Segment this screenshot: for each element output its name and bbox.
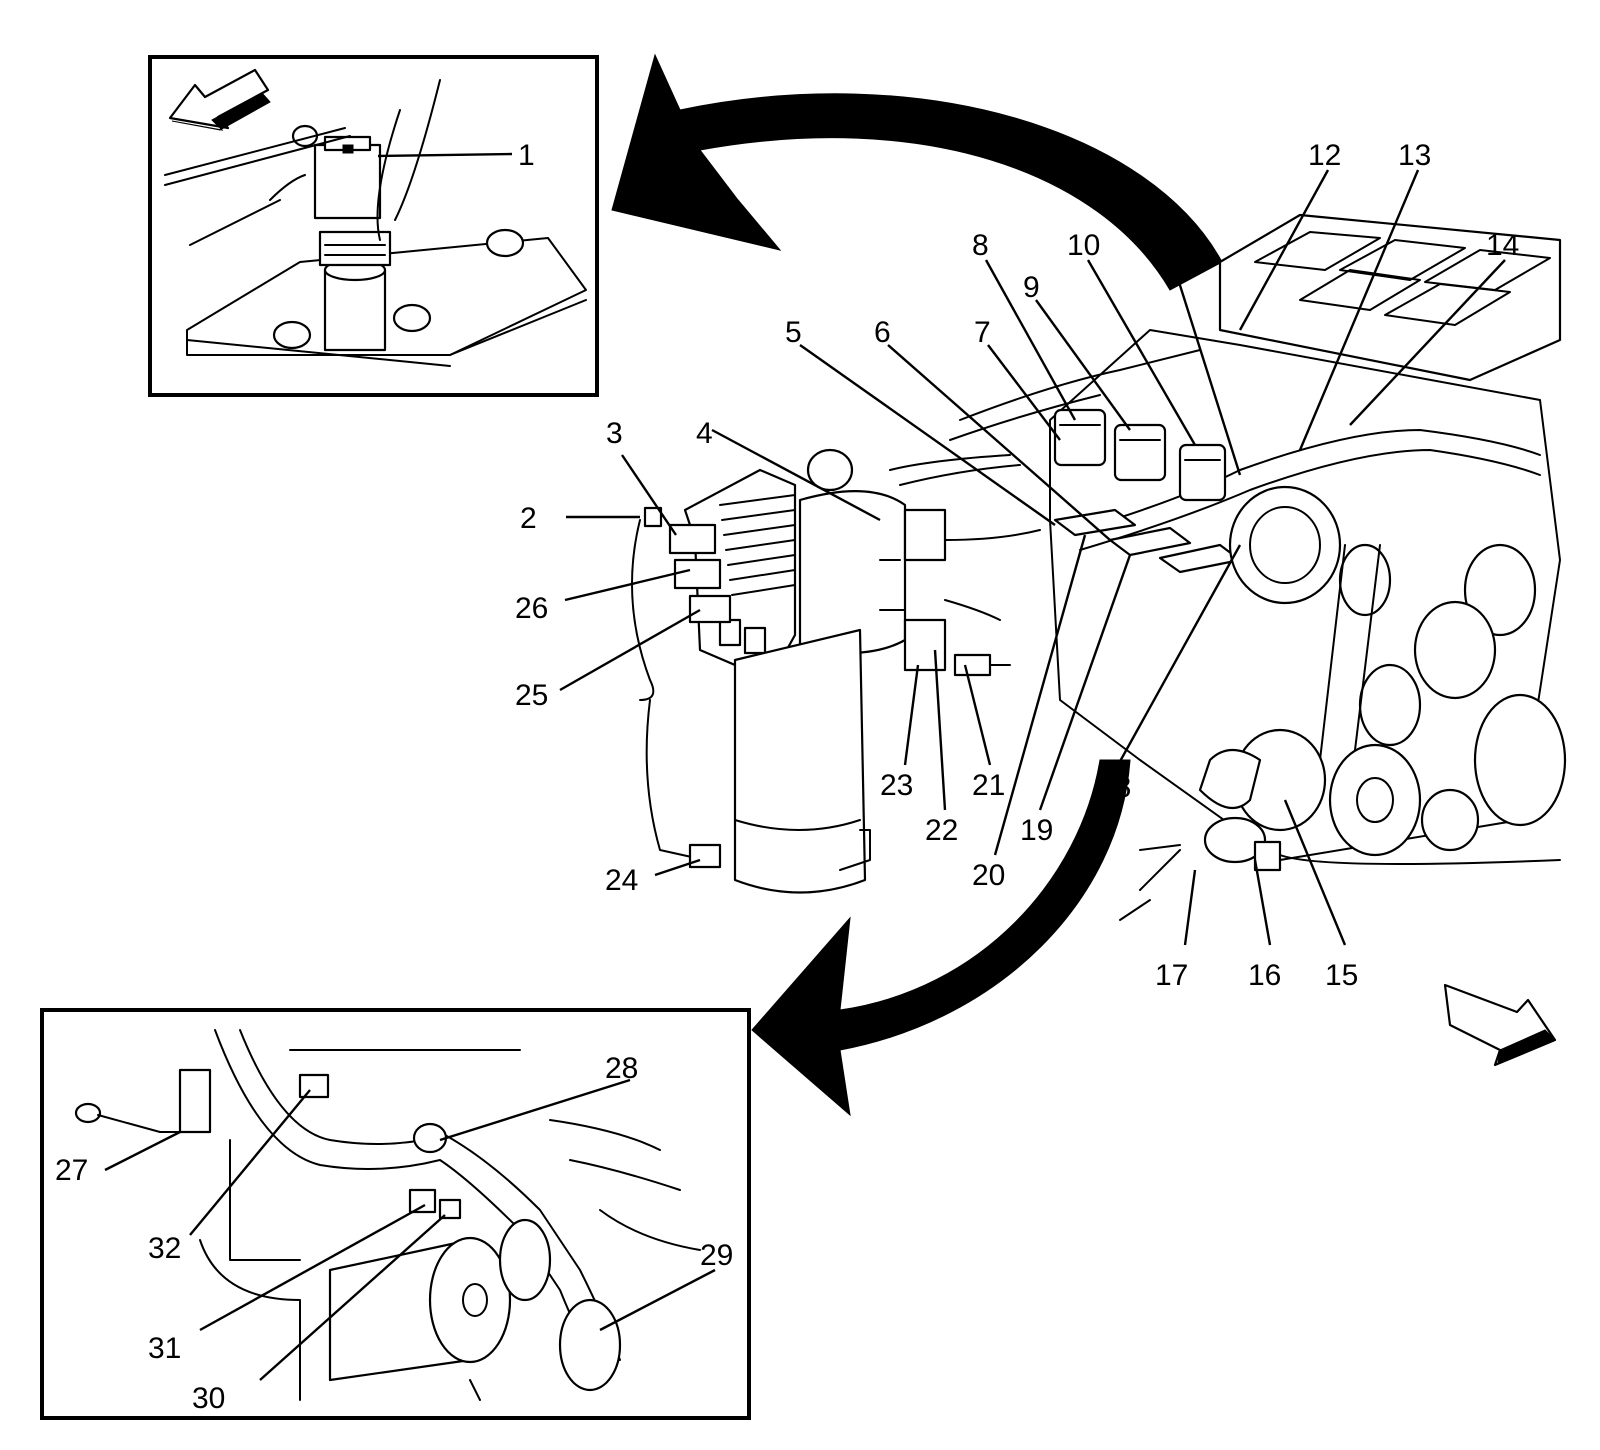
pressure-sensor — [313, 135, 392, 352]
callout-19: 19 — [1020, 814, 1053, 847]
bell-housing — [645, 448, 907, 894]
heat-shields — [1053, 508, 1242, 574]
lower-engine-components — [1198, 728, 1327, 832]
curved-detail-arrow-icon-bottom — [751, 759, 1131, 1117]
harness-tube — [214, 1029, 601, 1371]
callout-21: 21 — [972, 769, 1005, 802]
callout-16: 16 — [1248, 959, 1281, 992]
curved-detail-arrow-icon — [611, 53, 1223, 291]
callout-4: 4 — [696, 417, 713, 450]
callout-30: 30 — [192, 1382, 225, 1415]
sensor-27 — [74, 1068, 212, 1134]
front-direction-arrow-icon — [1443, 983, 1557, 1067]
callout-5: 5 — [785, 316, 802, 349]
callout-28: 28 — [605, 1052, 638, 1085]
callout-23: 23 — [880, 769, 913, 802]
callout-26: 26 — [515, 592, 548, 625]
callout-24: 24 — [605, 864, 638, 897]
callout-18: 18 — [1098, 771, 1131, 804]
callout-13: 13 — [1398, 139, 1431, 172]
mounting-plate — [186, 237, 587, 356]
callout-3: 3 — [606, 417, 623, 450]
callout-labels: 2 3 4 5 6 7 8 9 10 11 12 13 14 15 16 17 … — [55, 139, 1519, 1415]
engine-assembly — [949, 213, 1567, 1067]
callout-14: 14 — [1486, 229, 1519, 262]
callout-7: 7 — [974, 316, 991, 349]
starter-motor — [328, 1218, 622, 1392]
callout-15: 15 — [1325, 959, 1358, 992]
callout-31: 31 — [148, 1332, 181, 1365]
transmission-assembly — [631, 448, 1041, 894]
callout-1: 1 — [518, 139, 535, 172]
callout-9: 9 — [1023, 271, 1040, 304]
accessory-drive — [1319, 543, 1567, 857]
front-direction-arrow-icon — [168, 68, 271, 131]
callout-8: 8 — [972, 229, 989, 262]
callout-22: 22 — [925, 814, 958, 847]
inset-top-left: 1 — [148, 55, 599, 397]
inset-bottom-left — [40, 1008, 751, 1420]
ignition-coils — [1053, 408, 1227, 502]
leader-lines — [104, 169, 1506, 1381]
callout-29: 29 — [700, 1239, 733, 1272]
callout-32: 32 — [148, 1232, 181, 1265]
throttle-body — [1228, 485, 1342, 605]
callout-11: 11 — [1152, 229, 1183, 262]
callout-2: 2 — [520, 502, 537, 535]
bolt-heads — [272, 124, 525, 350]
callout-12: 12 — [1308, 139, 1341, 172]
sensor-wire — [164, 127, 351, 186]
connectors-left — [631, 506, 732, 701]
callout-10: 10 — [1067, 229, 1100, 262]
callout-27: 27 — [55, 1154, 88, 1187]
callout-20: 20 — [972, 859, 1005, 892]
callout-25: 25 — [515, 679, 548, 712]
solenoid-cluster — [879, 454, 1041, 677]
callout-6: 6 — [874, 316, 891, 349]
callout-17: 17 — [1155, 959, 1188, 992]
manifold-panels — [1254, 231, 1551, 326]
sensor-15-17-area — [1119, 816, 1561, 921]
